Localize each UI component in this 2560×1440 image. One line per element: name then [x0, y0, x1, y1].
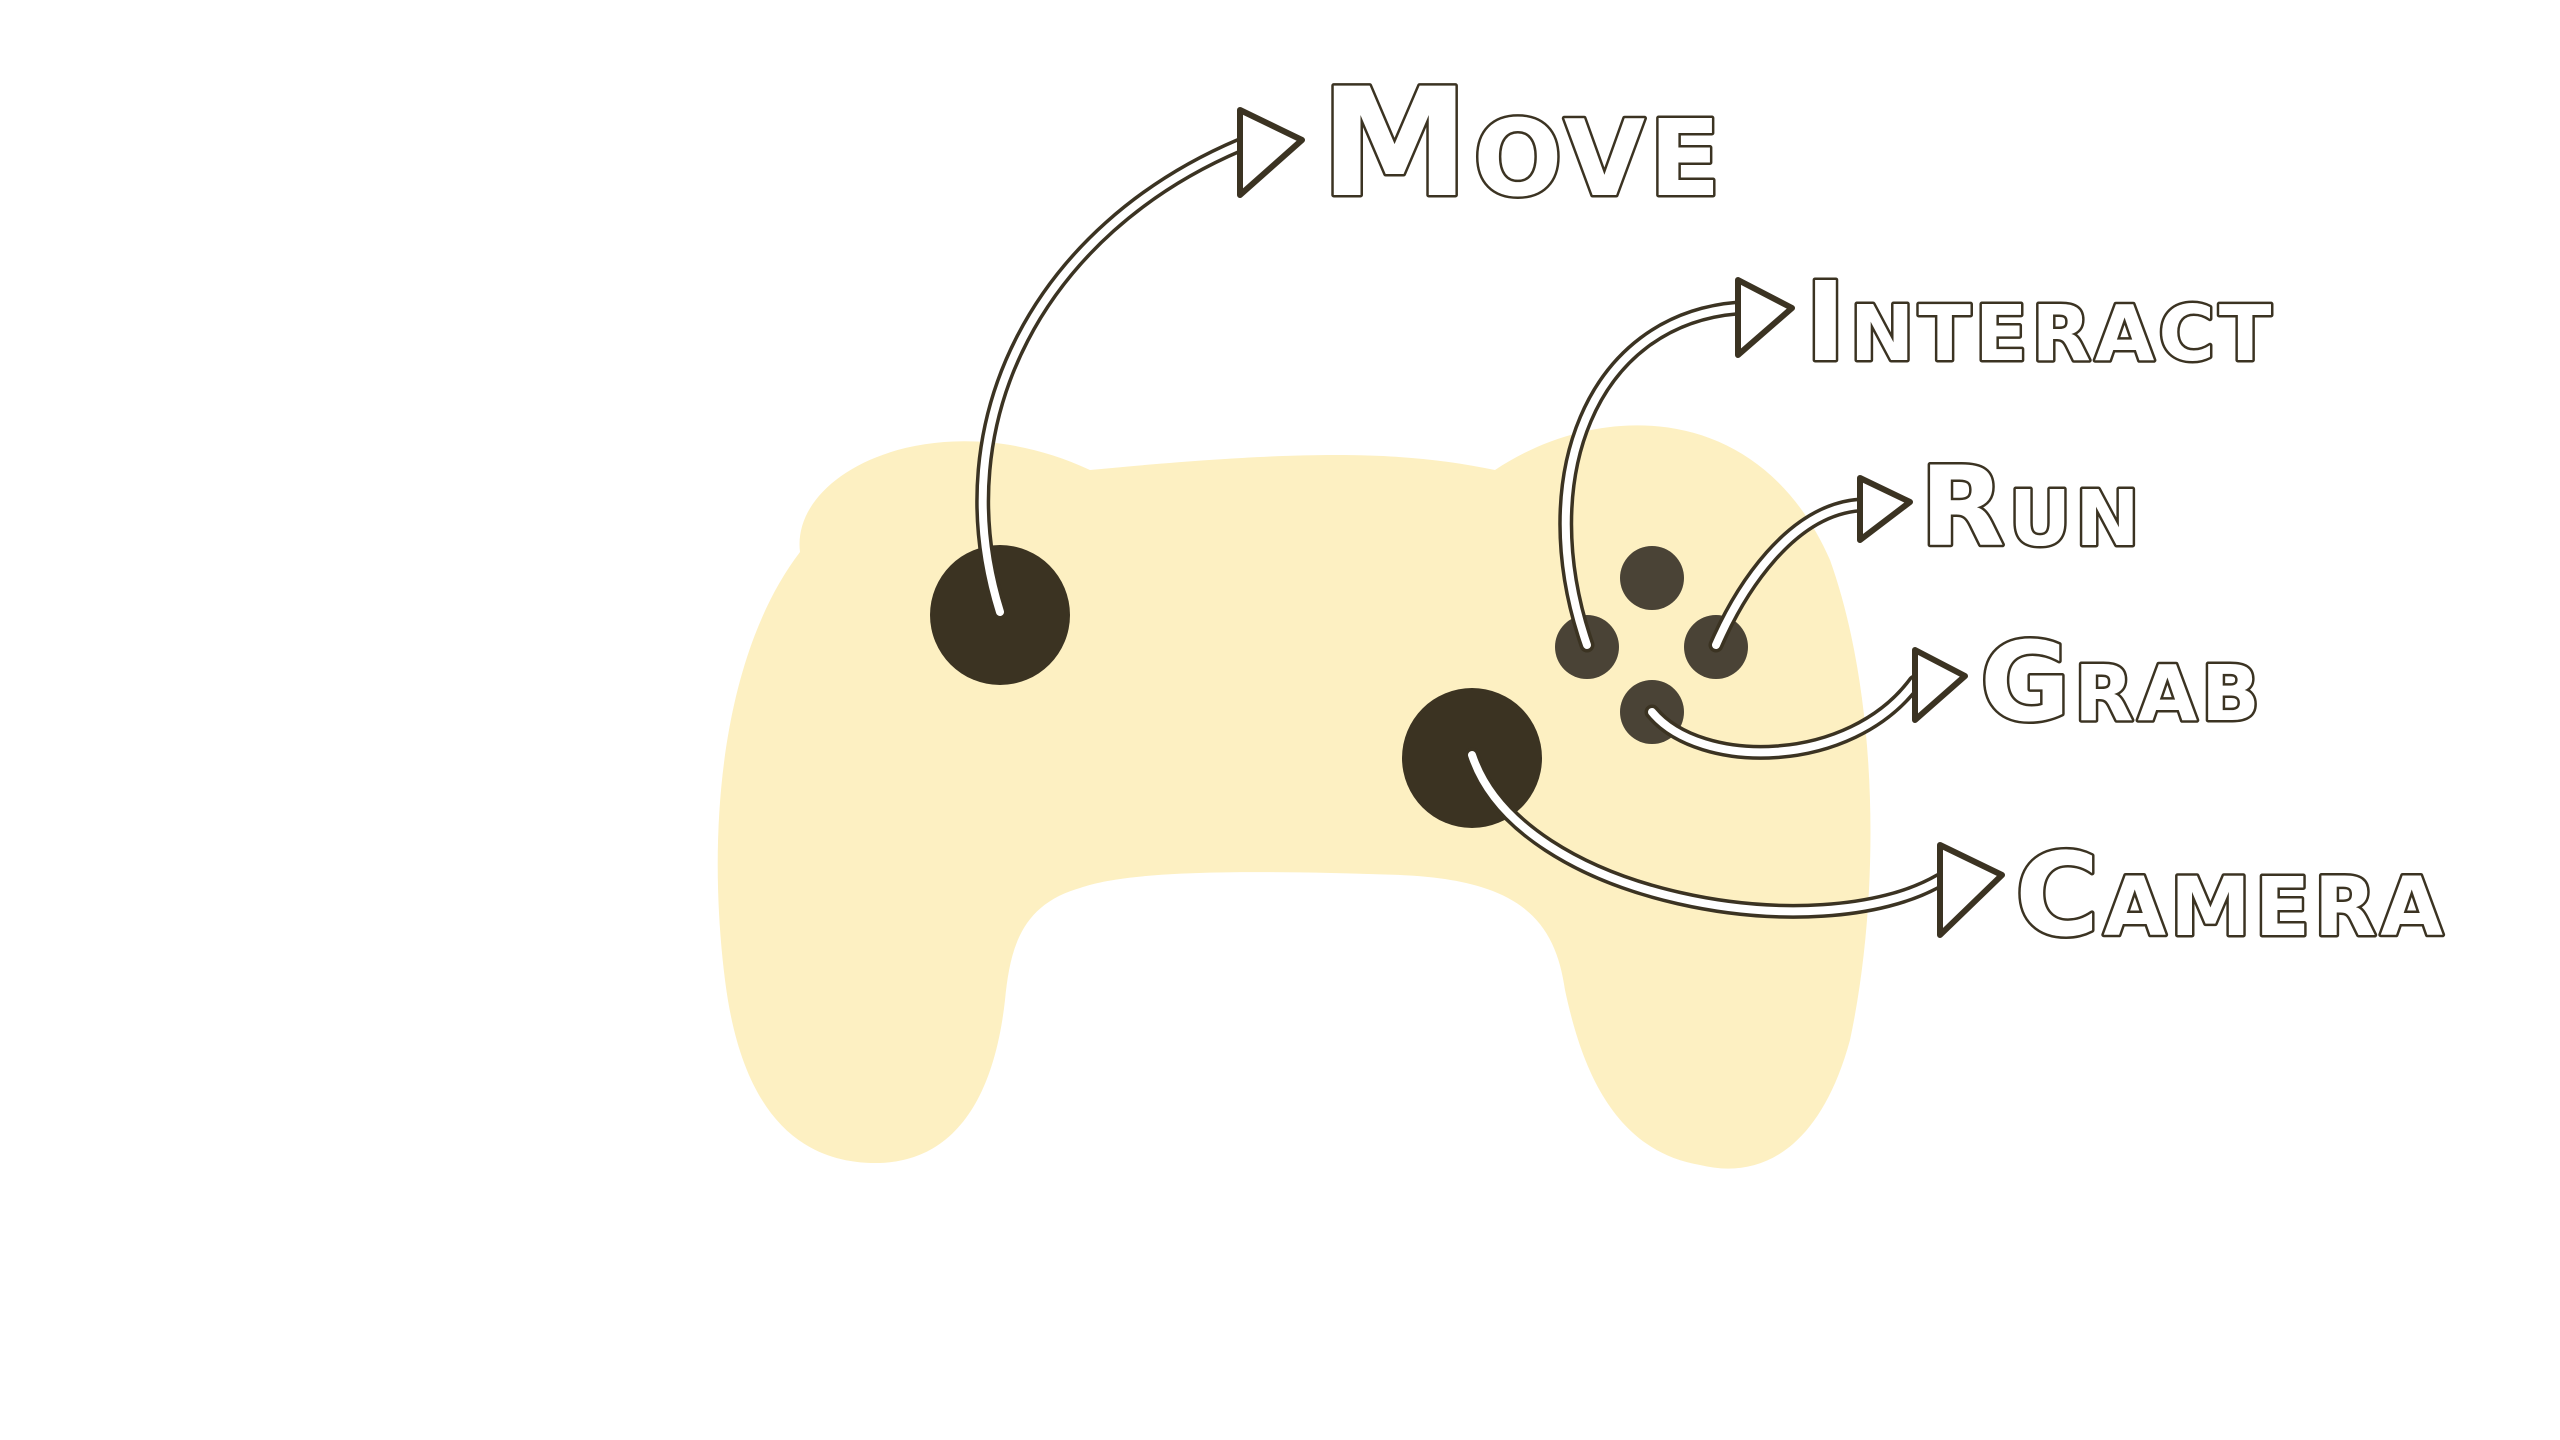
face-button-top[interactable]	[1620, 546, 1684, 610]
triangle-right-icon	[1912, 647, 1968, 723]
triangle-right-icon	[1735, 277, 1795, 358]
hint-run: Run	[1857, 441, 2144, 574]
leader-camera	[1464, 747, 1948, 919]
gamepad-body	[717, 425, 1871, 1169]
hint-grab-label: Grab	[1980, 618, 2264, 746]
triangle-right-icon	[1237, 107, 1305, 198]
hint-move-label: Move	[1320, 57, 1725, 231]
hint-grab: Grab	[1912, 616, 2264, 749]
hint-interact: Interact	[1735, 256, 2275, 389]
leader-interact	[1558, 300, 1746, 653]
leader-grab	[1644, 674, 1923, 760]
hint-camera-label: Camera	[2015, 829, 2447, 963]
hint-run-label: Run	[1920, 443, 2144, 571]
leader-move	[975, 137, 1248, 620]
hint-move: Move	[1237, 55, 1725, 234]
triangle-right-icon	[1857, 475, 1913, 543]
leader-run	[1708, 497, 1868, 653]
triangle-right-icon	[1937, 842, 2005, 938]
hint-interact-label: Interact	[1805, 258, 2275, 386]
hint-camera: Camera	[1937, 827, 2447, 966]
